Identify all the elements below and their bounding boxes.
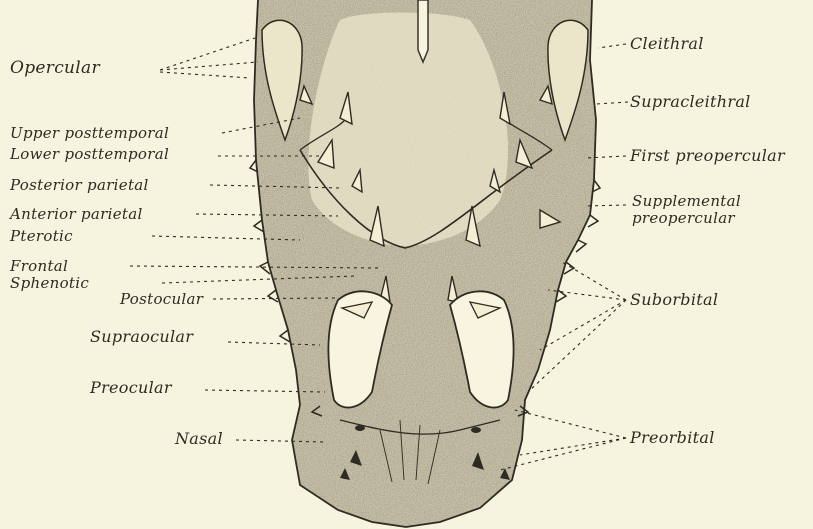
label-posterior-parietal: Posterior parietal [10,177,149,193]
label-supracleithral: Supracleithral [630,94,751,110]
label-frontal: Frontal [10,258,68,274]
label-first-preopercular: First preopercular [630,148,785,164]
label-sphenotic: Sphenotic [10,275,89,291]
label-postocular: Postocular [120,291,203,307]
label-supplemental: Supplemental [632,193,741,209]
label-cleithral: Cleithral [630,36,704,52]
label-preopercular: preopercular [632,210,735,226]
label-suborbital: Suborbital [630,292,718,308]
label-upper-posttemporal: Upper posttemporal [10,125,169,141]
label-supraocular: Supraocular [90,329,193,345]
label-pterotic: Pterotic [10,228,73,244]
label-opercular: Opercular [10,60,100,76]
label-preocular: Preocular [90,380,172,396]
label-nasal: Nasal [175,431,223,447]
label-anterior-parietal: Anterior parietal [10,206,143,222]
label-preorbital: Preorbital [630,430,715,446]
label-lower-posttemporal: Lower posttemporal [10,146,169,162]
